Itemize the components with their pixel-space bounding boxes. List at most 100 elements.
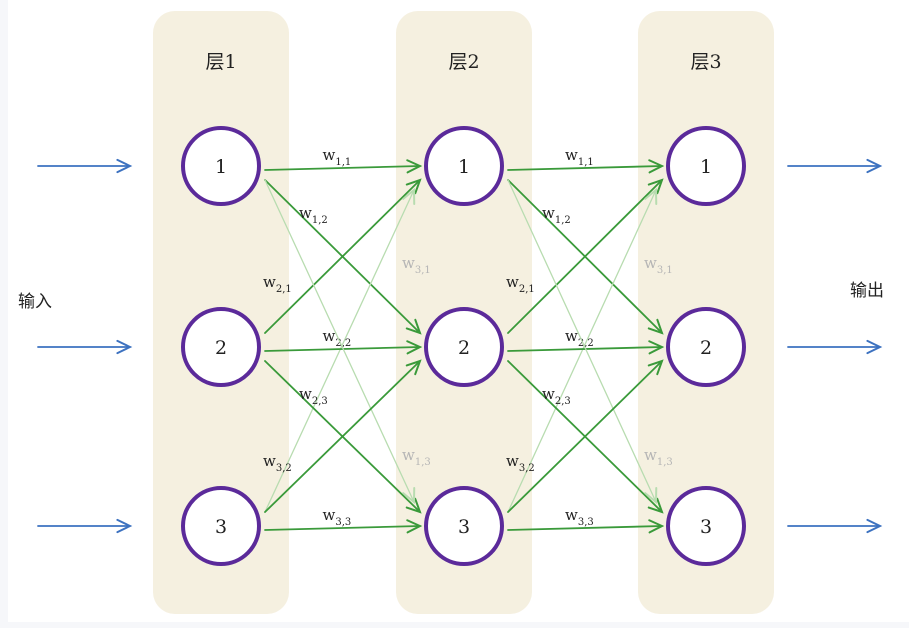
edge-l2-w1-3 [507, 179, 657, 503]
weight-subscript: 2,1 [519, 284, 535, 295]
output-arrowhead-3 [866, 518, 883, 534]
node-number: 1 [215, 156, 227, 178]
edge-l2-w3-3-arrowhead [648, 519, 665, 534]
node-circle [666, 486, 746, 566]
weight-subscript: 2,2 [578, 338, 594, 349]
input-arrowhead-1 [116, 158, 133, 174]
node-circle [424, 126, 504, 206]
weight-symbol: w [542, 204, 555, 222]
weight-subscript: 1,2 [555, 215, 571, 226]
output-arrowhead-2 [866, 339, 883, 355]
weight-symbol: w [542, 385, 555, 403]
edge-l1-w3-3 [264, 525, 421, 531]
weight-label-l2-3-1: w3,1 [644, 254, 673, 276]
weight-symbol: w [402, 446, 415, 464]
weight-label-l2-1-2: w1,2 [542, 204, 571, 226]
output-arrowhead-1 [866, 158, 883, 174]
node-l1-2: 2 [181, 307, 261, 387]
node-l1-3: 3 [181, 486, 261, 566]
weight-label-l2-3-3: w3,3 [565, 506, 594, 528]
weight-label-l1-1-3: w1,3 [402, 446, 431, 468]
node-number: 3 [700, 516, 712, 538]
node-l1-1: 1 [181, 126, 261, 206]
weight-symbol: w [263, 273, 276, 291]
weight-label-l1-3-2: w3,2 [263, 452, 292, 474]
weight-subscript: 3,3 [335, 517, 351, 528]
weight-label-l2-3-2: w3,2 [506, 452, 535, 474]
input-arrowhead-2 [116, 339, 133, 355]
layer-1-title: 层1 [205, 51, 237, 73]
weight-subscript: 2,1 [276, 284, 292, 295]
weight-symbol: w [323, 146, 336, 164]
weight-label-l2-2-2: w2,2 [565, 327, 594, 349]
weight-subscript: 3,2 [519, 463, 535, 474]
edge-l2-w3-2-arrowhead [647, 359, 664, 376]
node-circle [424, 307, 504, 387]
edge-l2-w3-3 [507, 525, 663, 531]
network-graph: w1,1w1,2w2,1w3,1w2,2w2,3w1,3w3,2w3,3w1,1… [37, 126, 883, 566]
edge-l2-w1-2-arrowhead [647, 318, 664, 335]
weight-subscript: 1,1 [335, 157, 351, 168]
node-number: 2 [700, 337, 712, 359]
weight-symbol: w [644, 254, 657, 272]
weight-symbol: w [299, 204, 312, 222]
node-l2-3: 3 [424, 486, 504, 566]
node-l3-2: 2 [666, 307, 746, 387]
edge-l1-w1-1-arrowhead [406, 159, 423, 174]
weight-symbol: w [565, 146, 578, 164]
weight-label-l2-1-3: w1,3 [644, 446, 673, 468]
edge-l1-w3-2 [264, 360, 421, 513]
node-number: 3 [215, 516, 227, 538]
edge-l2-w1-3-arrowhead [644, 487, 658, 505]
weight-symbol: w [263, 452, 276, 470]
weight-symbol: w [323, 506, 336, 524]
weight-subscript: 3,3 [578, 517, 594, 528]
weight-label-l2-2-3: w2,3 [542, 385, 571, 407]
weight-subscript: 1,3 [415, 457, 431, 468]
edge-l1-w3-3-arrowhead [406, 519, 423, 534]
weight-symbol: w [506, 452, 519, 470]
input-label: 输入 [18, 292, 52, 312]
node-number: 3 [458, 516, 470, 538]
edge-l2-w2-2-arrowhead [648, 340, 665, 355]
weight-label-l1-1-2: w1,2 [299, 204, 328, 226]
node-number: 1 [458, 156, 470, 178]
weight-symbol: w [644, 446, 657, 464]
weight-label-l1-2-1: w2,1 [263, 273, 292, 295]
weight-label-l1-2-3: w2,3 [299, 385, 328, 407]
edge-l1-w2-3-arrowhead [405, 497, 422, 514]
edge-l1-w1-3 [264, 179, 415, 503]
weight-subscript: 3,1 [415, 265, 431, 276]
edge-l2-w1-1 [507, 165, 663, 171]
weight-label-l2-2-1: w2,1 [506, 273, 535, 295]
weight-symbol: w [323, 327, 336, 345]
weight-subscript: 3,1 [657, 265, 673, 276]
weight-subscript: 1,2 [312, 215, 328, 226]
output-label: 输出 [850, 281, 884, 301]
weight-symbol: w [565, 506, 578, 524]
weight-subscript: 3,2 [276, 463, 292, 474]
edge-l1-w3-1-arrowhead [402, 187, 416, 205]
edge-l1-w1-2-arrowhead [405, 318, 422, 335]
edge-l1-w1-3-arrowhead [402, 487, 416, 505]
edge-l2-w3-1 [507, 189, 657, 513]
weight-subscript: 2,3 [312, 396, 328, 407]
edge-l1-w3-1 [264, 189, 415, 513]
weight-subscript: 2,3 [555, 396, 571, 407]
edge-l2-w3-1-arrowhead [644, 187, 658, 205]
edge-l2-w2-1-arrowhead [647, 178, 664, 195]
edge-l2-w1-1-arrowhead [648, 159, 665, 174]
node-l3-1: 1 [666, 126, 746, 206]
node-circle [666, 307, 746, 387]
weight-subscript: 1,3 [657, 457, 673, 468]
edge-l1-w2-1 [264, 179, 421, 334]
edge-l1-w1-1 [264, 165, 421, 171]
node-circle [181, 126, 261, 206]
node-circle [666, 126, 746, 206]
weight-label-l1-3-1: w3,1 [402, 254, 431, 276]
weight-label-l1-1-1: w1,1 [323, 146, 352, 168]
weight-symbol: w [299, 385, 312, 403]
weight-symbol: w [565, 327, 578, 345]
node-number: 2 [215, 337, 227, 359]
